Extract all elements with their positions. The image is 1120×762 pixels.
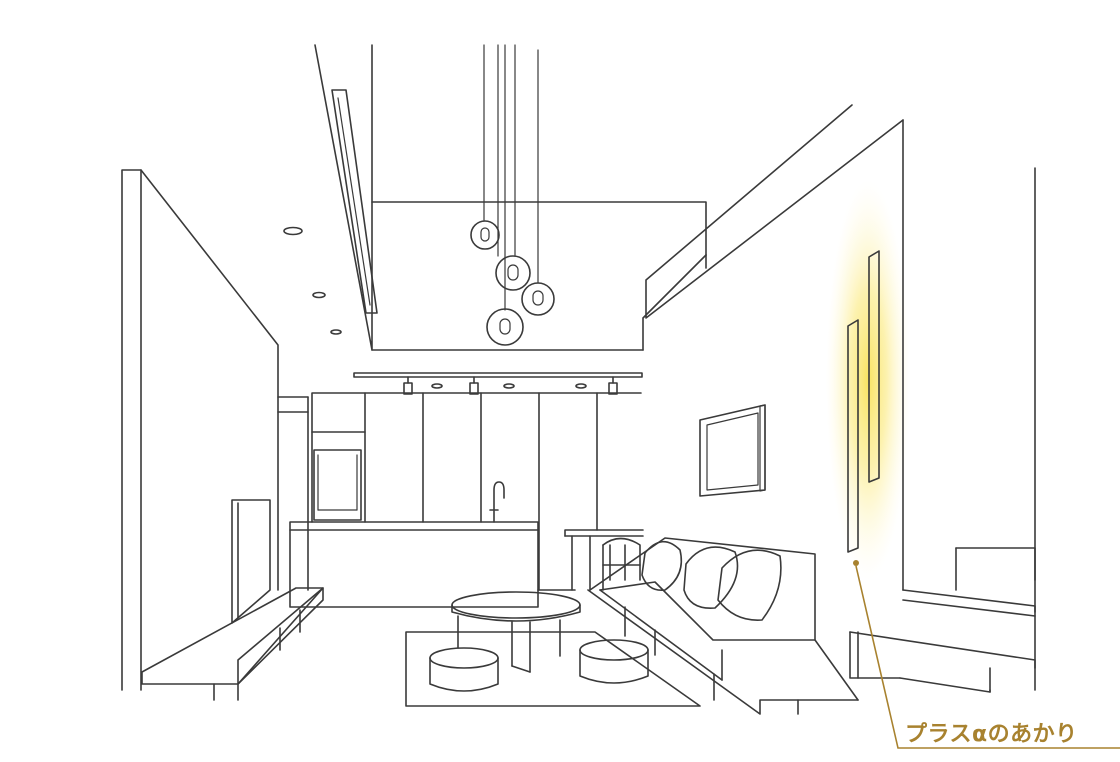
stools xyxy=(429,639,649,692)
callout-leader-line xyxy=(855,565,1120,749)
ceiling-downlights xyxy=(283,226,587,389)
step-platform xyxy=(849,547,1036,693)
wall-light-bars xyxy=(847,250,880,566)
rug xyxy=(405,631,701,707)
callout-label: プラスαのあかり xyxy=(905,722,1078,747)
dining-set xyxy=(564,529,644,591)
tv-unit xyxy=(141,499,324,701)
track-lights xyxy=(353,372,643,395)
coffee-table xyxy=(451,591,581,673)
callout-dot-icon xyxy=(853,560,859,566)
left-wall xyxy=(121,169,309,691)
right-wall xyxy=(699,119,1036,691)
pendant-lights xyxy=(470,44,555,346)
ceiling-structure xyxy=(314,44,904,351)
kitchen-island xyxy=(289,521,576,608)
kitchen-cabinets xyxy=(311,392,642,591)
sofa xyxy=(587,537,859,715)
wall-light-glow xyxy=(826,180,910,580)
